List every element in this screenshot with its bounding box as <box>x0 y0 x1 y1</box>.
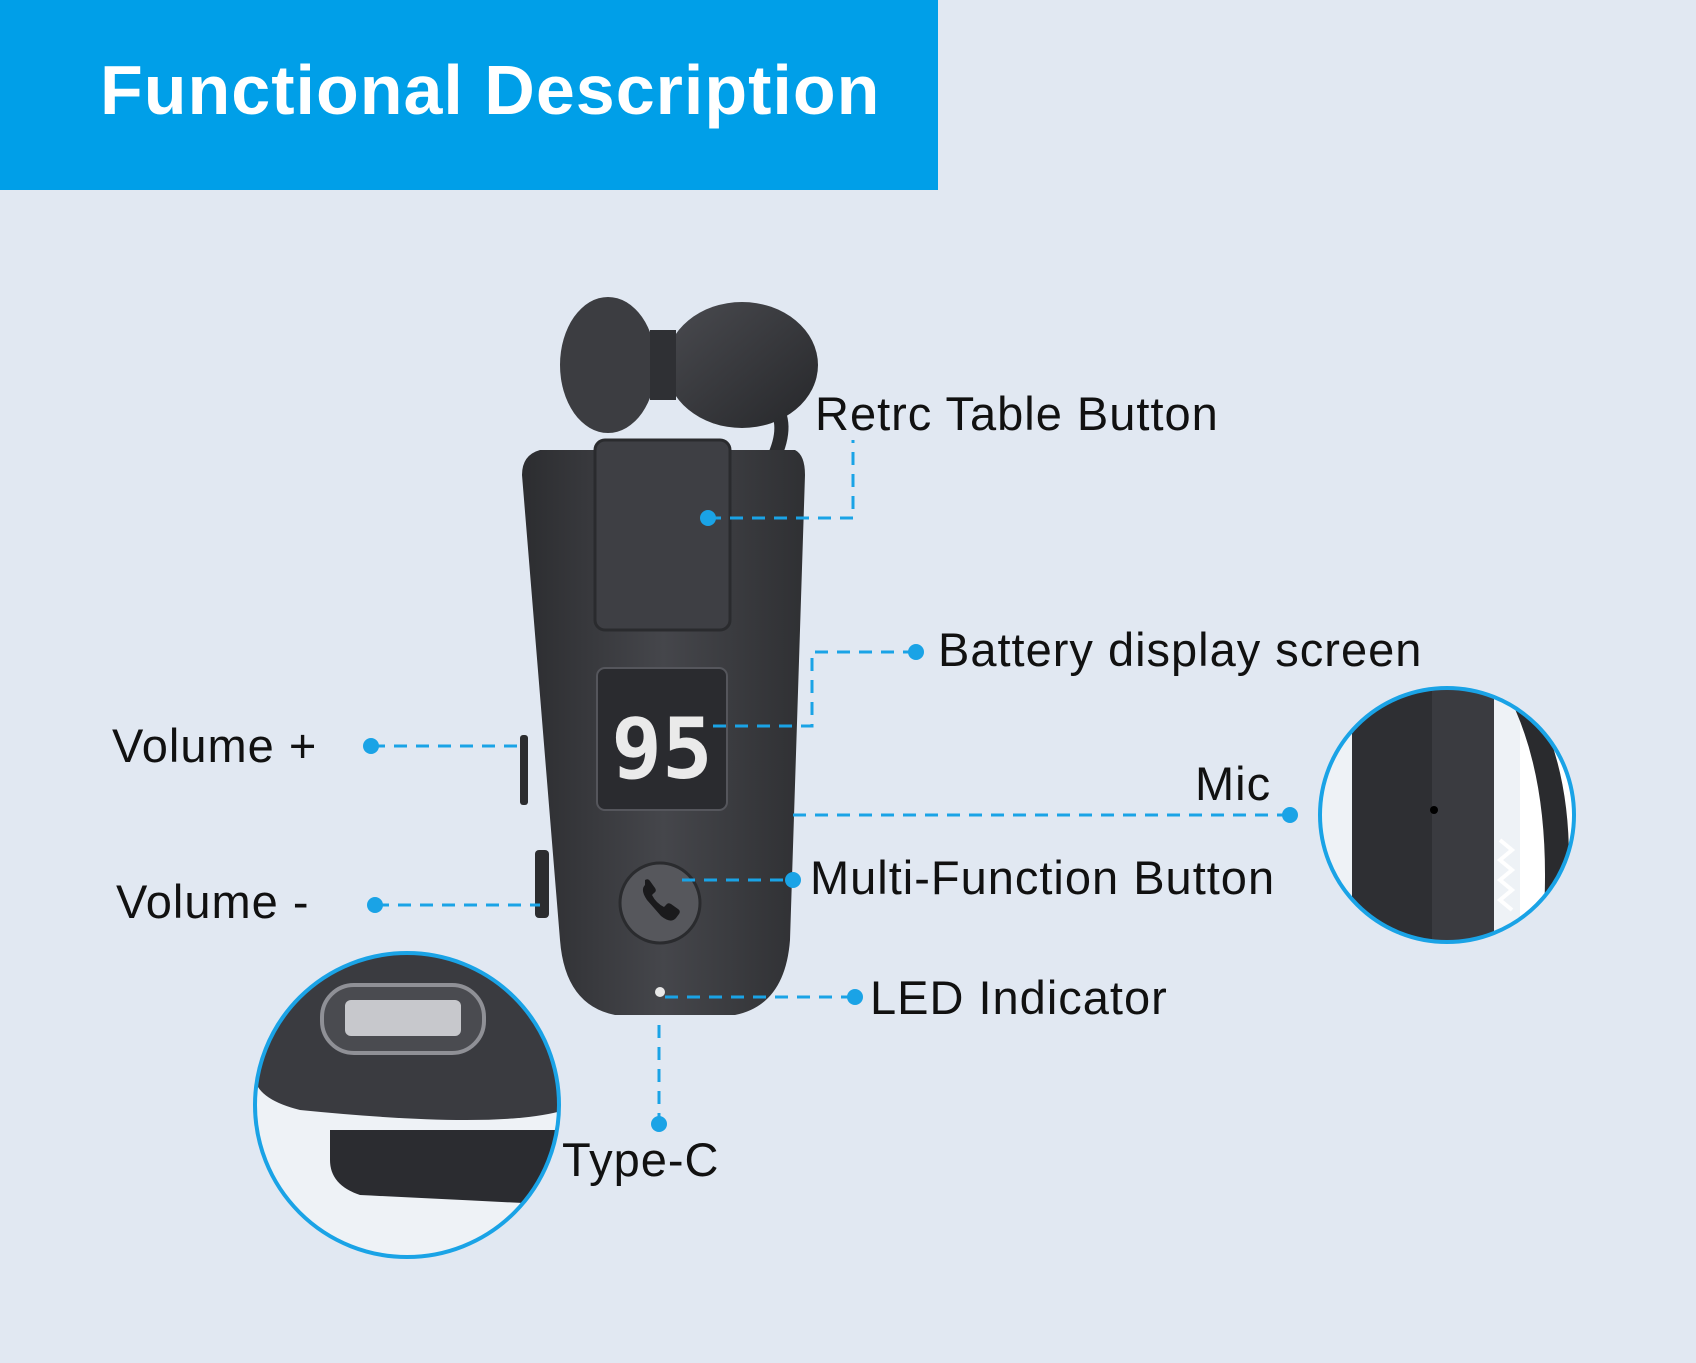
battery-readout: 95 <box>611 700 712 798</box>
volume-down-button[interactable] <box>535 850 549 918</box>
phone-handset-icon <box>642 879 680 921</box>
mic-hole <box>1430 806 1438 814</box>
retractable-button[interactable] <box>593 438 732 632</box>
label-retractable-button: Retrc Table Button <box>815 387 1219 440</box>
label-battery-display: Battery display screen <box>938 623 1423 676</box>
multi-function-button[interactable] <box>618 861 702 945</box>
volume-up-button[interactable] <box>520 735 528 805</box>
label-led-indicator: LED Indicator <box>870 971 1168 1024</box>
battery-display-screen <box>596 667 728 811</box>
label-volume-down: Volume - <box>116 875 310 928</box>
label-mic: Mic <box>1195 757 1272 810</box>
mic-inset <box>1318 686 1576 944</box>
type-c-inset <box>253 951 561 1259</box>
label-type-c: Type-C <box>562 1133 720 1186</box>
label-volume-up: Volume + <box>112 719 318 772</box>
header-banner <box>0 0 938 190</box>
led-indicator <box>655 987 665 997</box>
earbud <box>560 297 818 433</box>
page-title: Functional Description <box>100 51 881 129</box>
device-body <box>520 438 805 1015</box>
leader-lines <box>363 440 1298 1132</box>
type-c-port <box>345 1000 461 1036</box>
label-multi-function: Multi-Function Button <box>810 851 1276 904</box>
